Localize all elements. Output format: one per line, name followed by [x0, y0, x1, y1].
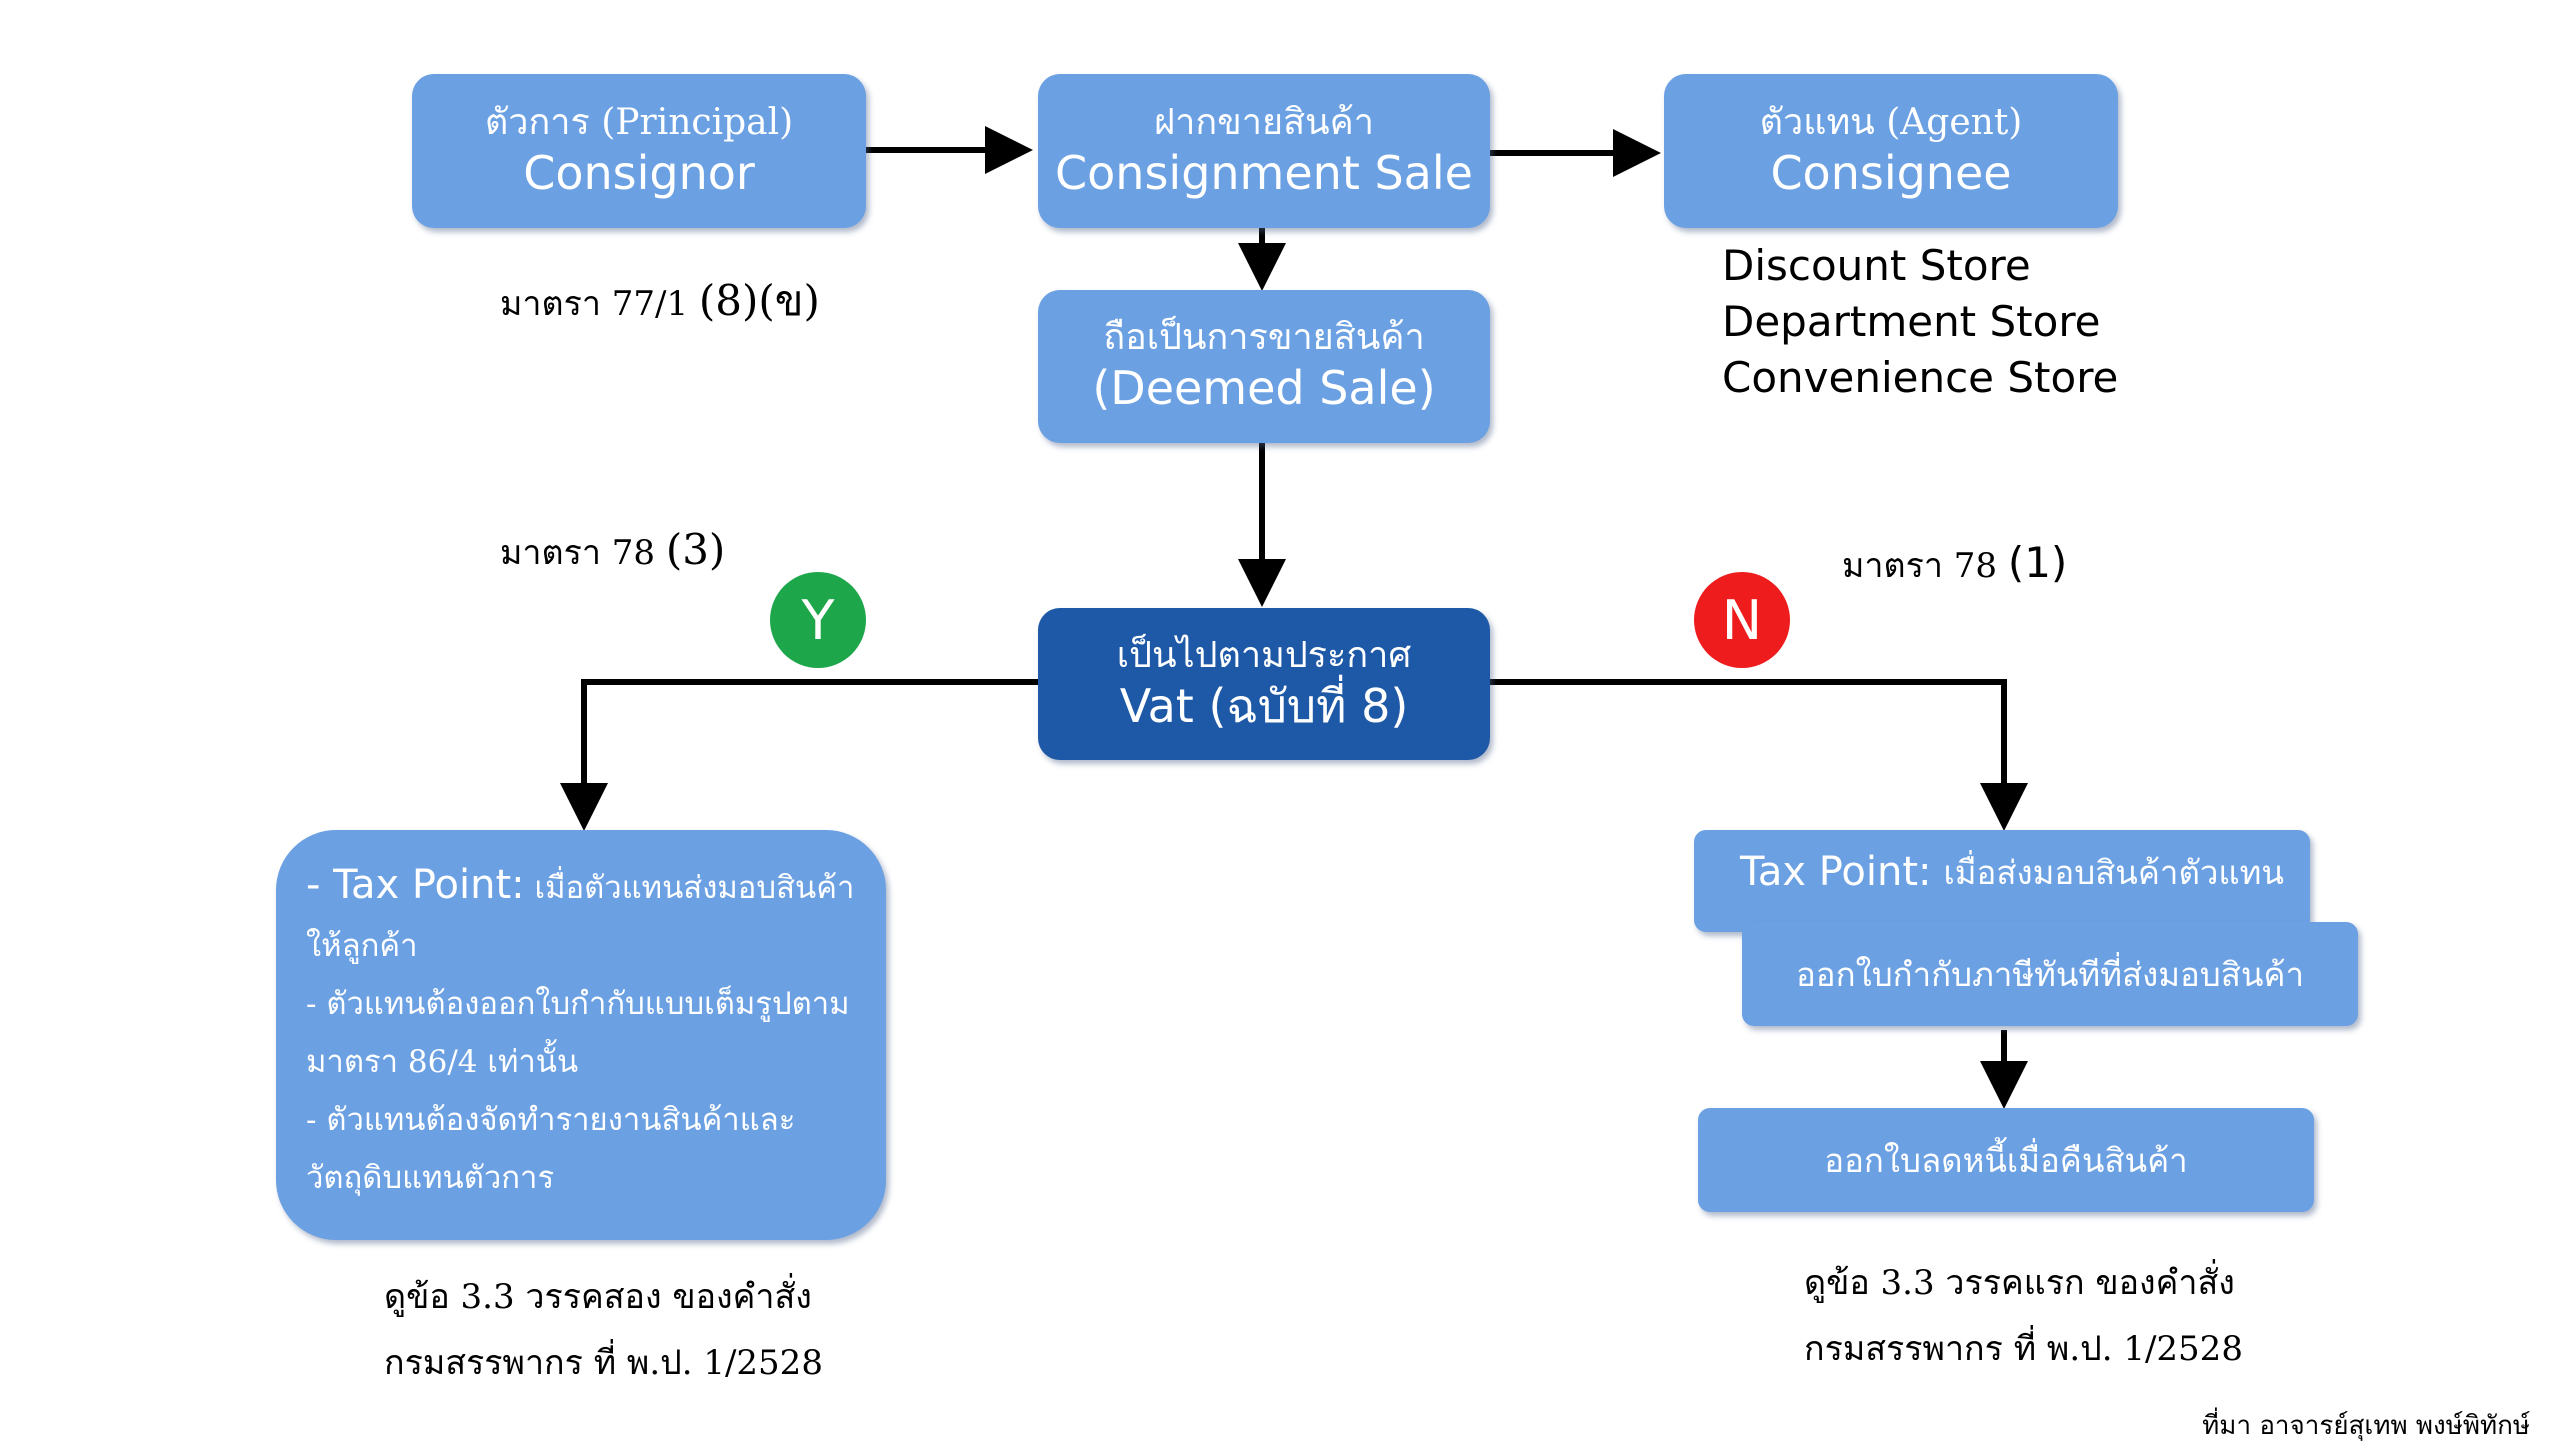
yes-branch-line: - ตัวแทนต้องออกใบกำกับแบบเต็มรูปตาม [306, 986, 850, 1022]
section-77-text: มาตรา 77/1 [500, 284, 689, 324]
debit-note-text: ออกใบลดหนี้เมื่อคืนสินค้า [1824, 1140, 2188, 1180]
vat-line2: Vat (ฉบับที่ 8) [1119, 678, 1409, 733]
vat-line1: เป็นไปตามประกาศ [1116, 634, 1412, 676]
store-type-item: Department Store [1722, 297, 2101, 346]
agent-box: ตัวแทน (Agent) Consignee [1664, 74, 2118, 228]
agent-line1: ตัวแทน (Agent) [1759, 101, 2023, 143]
yes-branch-line: มาตรา 86/4 เท่านั้น [306, 1044, 579, 1080]
agent-line2: Consignee [1770, 145, 2012, 200]
section-78-1-paren: (1) [2007, 538, 2068, 587]
consignment-line1: ฝากขายสินค้า [1154, 101, 1374, 143]
section-78-3-paren: (3) [665, 525, 726, 574]
no-tax-point-label: Tax Point: [1740, 849, 1932, 895]
section-78-1-note: มาตรา 78 (1) [1842, 538, 2067, 592]
no-tax-point-box: Tax Point: เมื่อส่งมอบสินค้าตัวแทน [1694, 830, 2310, 932]
yes-reference: ดูข้อ 3.3 วรรคสอง ของคำสั่ง กรมสรรพากร ท… [384, 1264, 823, 1396]
deemed-line2: (Deemed Sale) [1092, 361, 1436, 416]
yes-marker: Y [770, 572, 866, 668]
section-77-paren: (8)(ข) [698, 276, 820, 325]
deemed-sale-box: ถือเป็นการขายสินค้า (Deemed Sale) [1038, 290, 1490, 443]
yes-branch-line: ให้ลูกค้า [306, 928, 418, 964]
vat-announcement-box: เป็นไปตามประกาศ Vat (ฉบับที่ 8) [1038, 608, 1490, 760]
deemed-line1: ถือเป็นการขายสินค้า [1103, 317, 1425, 359]
yes-reference-line: กรมสรรพากร ที่ พ.ป. 1/2528 [384, 1343, 823, 1383]
no-tax-point-text: เมื่อส่งมอบสินค้าตัวแทน [1943, 852, 2284, 892]
consignment-line2: Consignment Sale [1055, 145, 1473, 200]
store-type-item: Convenience Store [1722, 353, 2119, 402]
principal-line2: Consignor [523, 145, 755, 200]
no-reference-line: ดูข้อ 3.3 วรรคแรก ของคำสั่ง [1804, 1263, 2235, 1303]
consignment-box: ฝากขายสินค้า Consignment Sale [1038, 74, 1490, 228]
section-78-3-text: มาตรา 78 [500, 533, 656, 573]
no-reference-line: กรมสรรพากร ที่ พ.ป. 1/2528 [1804, 1329, 2243, 1369]
section-78-1-text: มาตรา 78 [1842, 546, 1998, 586]
yes-reference-line: ดูข้อ 3.3 วรรคสอง ของคำสั่ง [384, 1277, 812, 1317]
section-77-note: มาตรา 77/1 (8)(ข) [500, 268, 820, 334]
debit-note-box: ออกใบลดหนี้เมื่อคืนสินค้า [1698, 1108, 2314, 1212]
section-78-3-note: มาตรา 78 (3) [500, 525, 725, 579]
source-credit: ที่มา อาจารย์สุเทพ พงษ์พิทักษ์ [2202, 1411, 2530, 1441]
arrow-vat-to-no-branch [1490, 679, 2028, 831]
yes-branch-line: - ตัวแทนต้องจัดทำรายงานสินค้าและ [306, 1102, 796, 1138]
yes-branch-line: วัตถุดิบแทนตัวการ [306, 1160, 555, 1196]
store-type-item: Discount Store [1722, 241, 2031, 290]
store-types-list: Discount Store Department Store Convenie… [1722, 238, 2118, 406]
invoice-text: ออกใบกำกับภาษีทันทีที่ส่งมอบสินค้า [1795, 954, 2305, 994]
invoice-box: ออกใบกำกับภาษีทันทีที่ส่งมอบสินค้า [1742, 922, 2358, 1026]
principal-line1: ตัวการ (Principal) [484, 101, 794, 143]
arrow-vat-to-yes-branch [560, 679, 1040, 831]
yes-tax-point-label: - Tax Point: [306, 862, 525, 908]
yes-branch-box: - Tax Point: เมื่อตัวแทนส่งมอบสินค้า ให้… [276, 830, 886, 1240]
yes-tax-point-line: - Tax Point: เมื่อตัวแทนส่งมอบสินค้า [306, 856, 862, 917]
yes-tax-point-text: เมื่อตัวแทนส่งมอบสินค้า [534, 870, 855, 906]
no-marker: N [1694, 572, 1790, 668]
no-reference: ดูข้อ 3.3 วรรคแรก ของคำสั่ง กรมสรรพากร ท… [1804, 1250, 2243, 1382]
principal-box: ตัวการ (Principal) Consignor [412, 74, 866, 228]
